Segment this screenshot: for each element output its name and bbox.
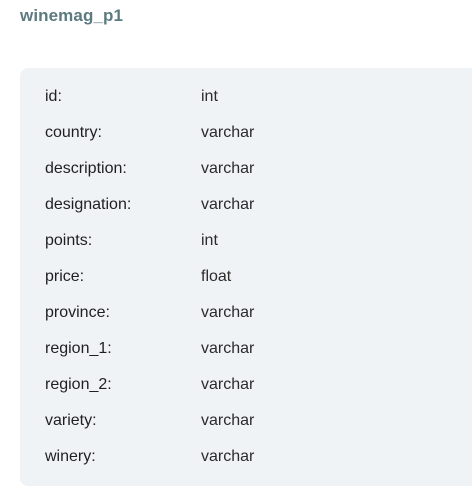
schema-row: description: varchar <box>20 157 472 181</box>
schema-card: id: int country: varchar description: va… <box>20 68 472 486</box>
schema-row: variety: varchar <box>20 409 472 433</box>
column-name: variety: <box>45 412 97 429</box>
column-type: varchar <box>201 412 255 429</box>
column-type: varchar <box>201 448 255 465</box>
column-name: points: <box>45 232 93 249</box>
column-name: winery: <box>45 448 96 465</box>
schema-row: country: varchar <box>20 121 472 145</box>
column-type: int <box>201 88 218 105</box>
column-name: designation: <box>45 196 132 213</box>
schema-row: points: int <box>20 229 472 253</box>
column-type: varchar <box>201 124 255 141</box>
column-type: int <box>201 232 218 249</box>
column-name: description: <box>45 160 127 177</box>
column-name: province: <box>45 304 110 321</box>
column-type: varchar <box>201 304 255 321</box>
column-type: varchar <box>201 340 255 357</box>
schema-row: price: float <box>20 265 472 289</box>
column-name: price: <box>45 268 85 285</box>
column-name: id: <box>45 88 62 105</box>
column-type: varchar <box>201 376 255 393</box>
schema-row: region_2: varchar <box>20 373 472 397</box>
column-name: region_2: <box>45 376 112 393</box>
column-name: region_1: <box>45 340 112 357</box>
table-title: winemag_p1 <box>20 6 124 25</box>
column-type: float <box>201 268 232 285</box>
schema-row: id: int <box>20 85 472 109</box>
schema-row: region_1: varchar <box>20 337 472 361</box>
column-name: country: <box>45 124 102 141</box>
column-type: varchar <box>201 160 255 177</box>
column-type: varchar <box>201 196 255 213</box>
schema-row: winery: varchar <box>20 445 472 469</box>
schema-row: designation: varchar <box>20 193 472 217</box>
schema-row: province: varchar <box>20 301 472 325</box>
